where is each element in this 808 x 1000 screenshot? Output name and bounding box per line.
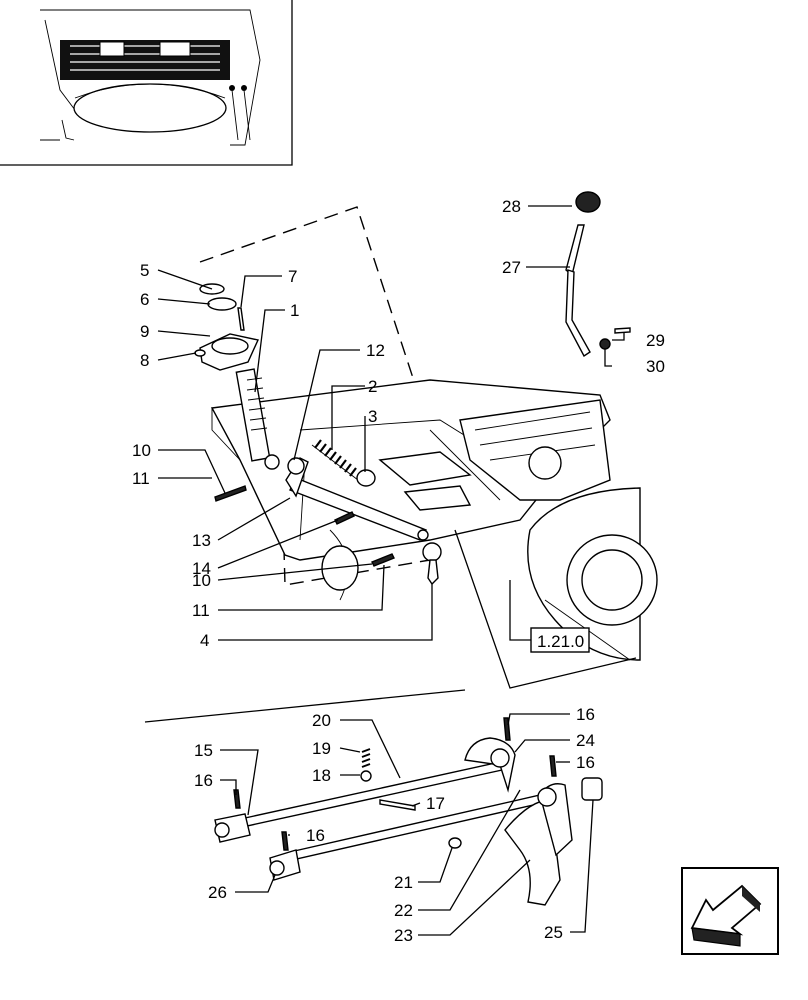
callout-26: 26 <box>208 883 227 902</box>
callout-4: 4 <box>200 631 209 650</box>
callout-5: 5 <box>140 261 149 280</box>
callout-8: 8 <box>140 351 149 370</box>
callout-19: 19 <box>312 739 331 758</box>
reference-box[interactable]: 1.21.0 <box>530 627 590 653</box>
callout-13: 13 <box>192 531 211 550</box>
callout-16c: 16 <box>194 771 213 790</box>
callout-30: 30 <box>646 357 665 376</box>
leader-lines <box>157 205 625 936</box>
callout-10: 10 <box>132 441 151 460</box>
callout-22: 22 <box>394 901 413 920</box>
callout-3: 3 <box>368 407 377 426</box>
callout-25: 25 <box>544 923 563 942</box>
callout-28: 28 <box>502 197 521 216</box>
callout-14: 14 <box>192 559 211 578</box>
callout-24: 24 <box>576 731 595 750</box>
callout-9: 9 <box>140 322 149 341</box>
arrow-down-left-icon[interactable] <box>681 867 779 955</box>
callout-6: 6 <box>140 290 149 309</box>
callout-11b: 11 <box>192 601 210 620</box>
callout-16b: 16 <box>576 753 595 772</box>
callouts: 5 6 9 8 7 1 12 2 3 10 11 13 14 10 11 4 2… <box>132 197 665 945</box>
callout-12: 12 <box>366 341 385 360</box>
callout-18: 18 <box>312 766 331 785</box>
callout-27: 27 <box>502 258 521 277</box>
cab-sketch <box>40 9 261 146</box>
reference-label: 1.21.0 <box>537 632 584 651</box>
callout-20: 20 <box>312 711 331 730</box>
callout-21: 21 <box>394 873 413 892</box>
spring <box>311 439 359 481</box>
callout-16d: 16 <box>306 826 325 845</box>
locator-thumbnail <box>0 0 293 166</box>
gear-lever-assembly <box>565 191 631 358</box>
callout-7: 7 <box>288 267 297 286</box>
shift-fork-assembly <box>144 689 603 906</box>
callout-23: 23 <box>394 926 413 945</box>
callout-16a: 16 <box>576 705 595 724</box>
callout-15: 15 <box>194 741 213 760</box>
callout-17: 17 <box>426 794 445 813</box>
callout-2: 2 <box>368 377 377 396</box>
callout-29: 29 <box>646 331 665 350</box>
callout-1: 1 <box>290 301 299 320</box>
callout-11: 11 <box>132 469 150 488</box>
callout-10b: 10 <box>192 571 211 590</box>
housing-assembly <box>194 206 658 689</box>
